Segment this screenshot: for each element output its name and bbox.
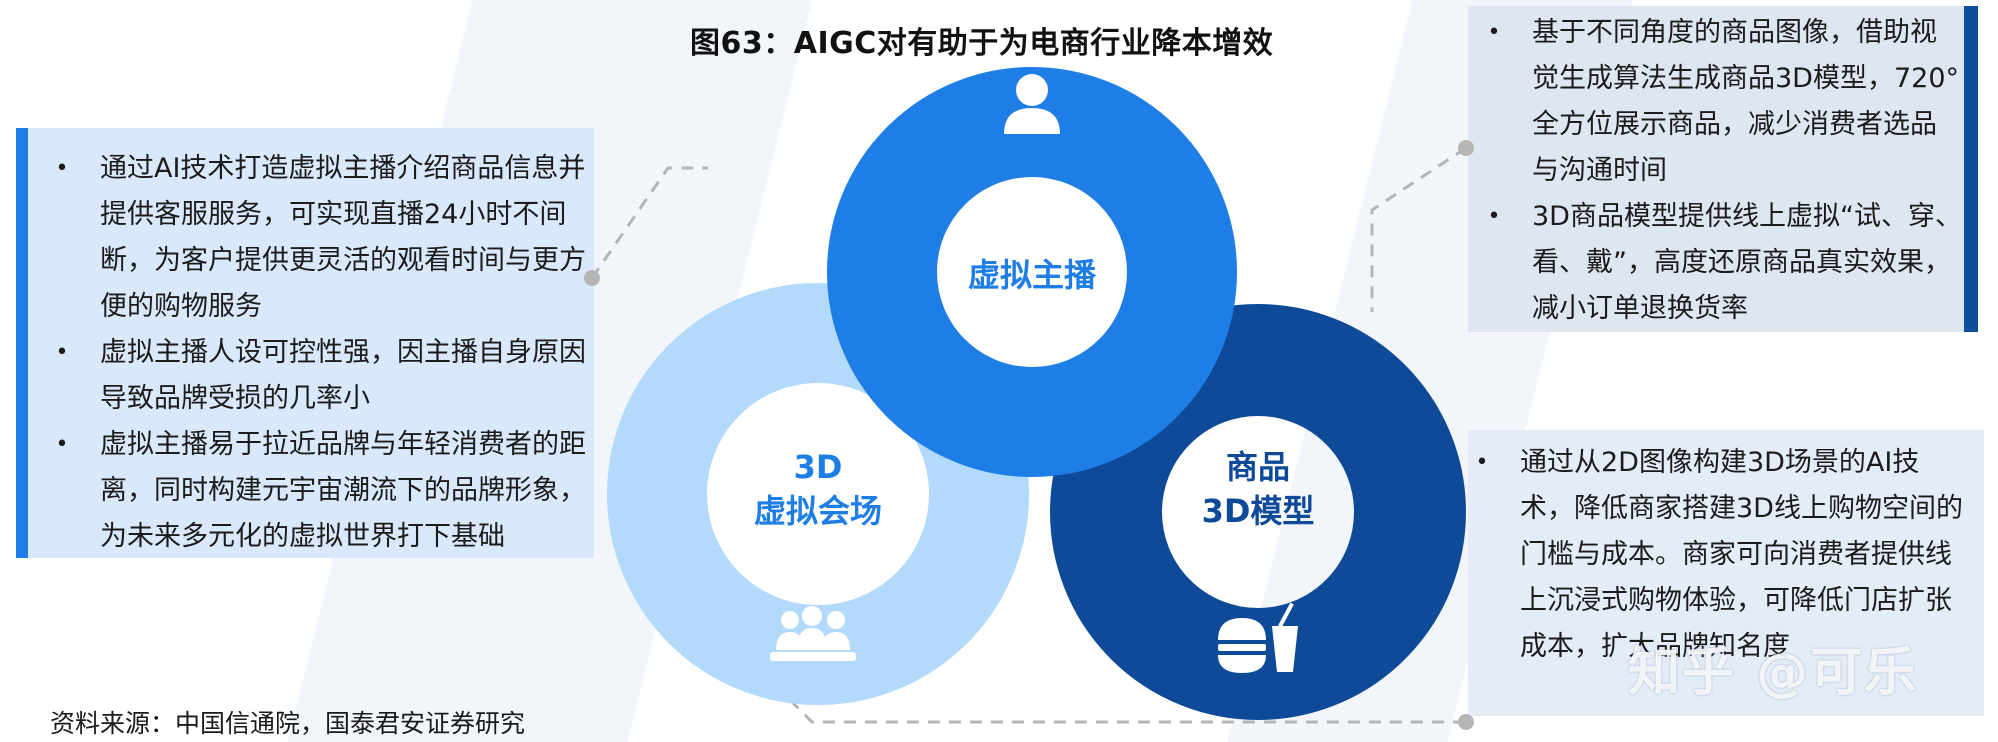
virtual-venue-panel: • 通过从2D图像构建3D场景的AI技术，降低商家搭建3D线上购物空间的门槛与成本… [1468, 430, 1984, 716]
virtual-anchor-bullets: • 通过AI技术打造虚拟主播介绍商品信息并提供客服服务，可实现直播24小时不间断，… [56, 146, 600, 560]
bullet-dot: • [55, 156, 69, 181]
connector-lines [590, 146, 1467, 724]
ring-label-virtual-anchor: 虚拟主播 [968, 256, 1097, 294]
list-item: • 虚拟主播易于拉近品牌与年轻消费者的距离，同时构建元宇宙潮流下的品牌形象，为未来… [56, 422, 600, 560]
connector-top-right [1370, 146, 1467, 312]
ring-label-virtual-venue-line2: 虚拟会场 [754, 492, 882, 530]
ring-label-product-3d-model-line2: 3D模型 [1202, 492, 1315, 530]
list-item: • 通过AI技术打造虚拟主播介绍商品信息并提供客服服务，可实现直播24小时不间断，… [56, 146, 600, 330]
ring-label-product-3d-model-line1: 商品 [1226, 448, 1290, 486]
bullet-text: 虚拟主播人设可控性强，因主播自身原因导致品牌受损的几率小 [100, 337, 586, 414]
list-item: • 基于不同角度的商品图像，借助视觉生成算法生成商品3D模型，720° 全方位展示… [1488, 10, 1962, 194]
connector-dot [584, 270, 600, 286]
ring-label-virtual-venue-line1: 3D [794, 448, 843, 486]
bullet-text: 虚拟主播易于拉近品牌与年轻消费者的距离，同时构建元宇宙潮流下的品牌形象，为未来多… [100, 429, 586, 552]
bullet-text: 通过从2D图像构建3D场景的AI技术，降低商家搭建3D线上购物空间的门槛与成本。… [1520, 447, 1963, 662]
list-item: • 通过从2D图像构建3D场景的AI技术，降低商家搭建3D线上购物空间的门槛与成本… [1476, 440, 1970, 670]
connector-left [590, 166, 708, 279]
product-3d-model-panel: • 基于不同角度的商品图像，借助视觉生成算法生成商品3D模型，720° 全方位展示… [1468, 6, 1978, 332]
bullet-dot: • [1487, 20, 1501, 45]
list-item: • 虚拟主播人设可控性强，因主播自身原因导致品牌受损的几率小 [56, 330, 600, 422]
bullet-dot: • [55, 340, 69, 365]
food-drink-icon [1218, 602, 1298, 673]
bullet-text: 3D商品模型提供线上虚拟“试、穿、看、戴”，高度还原商品真实效果，减小订单退换货… [1532, 201, 1962, 324]
connector-bottom [788, 698, 1466, 724]
bullet-dot: • [1475, 450, 1489, 475]
virtual-venue-bullets: • 通过从2D图像构建3D场景的AI技术，降低商家搭建3D线上购物空间的门槛与成本… [1476, 440, 1970, 670]
bullet-dot: • [1487, 204, 1501, 229]
audience-icon [770, 606, 856, 661]
person-icon [1004, 74, 1060, 134]
bullet-dot: • [55, 432, 69, 457]
list-item: • 3D商品模型提供线上虚拟“试、穿、看、戴”，高度还原商品真实效果，减小订单退换… [1488, 194, 1962, 332]
bullet-text: 通过AI技术打造虚拟主播介绍商品信息并提供客服服务，可实现直播24小时不间断，为… [100, 153, 586, 322]
virtual-anchor-panel: • 通过AI技术打造虚拟主播介绍商品信息并提供客服服务，可实现直播24小时不间断，… [16, 128, 594, 558]
product-3d-model-bullets: • 基于不同角度的商品图像，借助视觉生成算法生成商品3D模型，720° 全方位展示… [1488, 10, 1962, 332]
watermark: 知乎 @可乐 [1628, 643, 1919, 703]
connector-dot [1458, 714, 1474, 730]
source-note: 资料来源：中国信通院，国泰君安证券研究 [50, 709, 526, 738]
bullet-text: 基于不同角度的商品图像，借助视觉生成算法生成商品3D模型，720° 全方位展示商… [1532, 17, 1960, 186]
page-title: 图63：AIGC对有助于为电商行业降本增效 [690, 26, 1274, 61]
connector-dot [1458, 140, 1474, 156]
